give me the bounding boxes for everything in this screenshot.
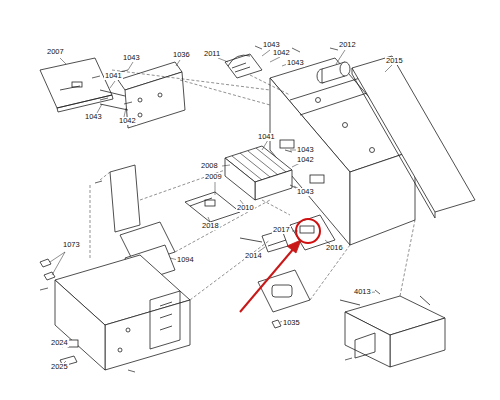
callout-number: 2010 (236, 204, 255, 212)
callout-number: 1073 (62, 241, 81, 249)
callout-number: 1041 (257, 133, 276, 141)
callout-number: 2014 (244, 252, 263, 260)
callout-number: 2024 (50, 339, 69, 347)
callout-number: 2018 (201, 222, 220, 230)
callout-number: 1042 (118, 117, 137, 125)
callout-number: 2025 (50, 363, 69, 371)
callout-number: 1043 (296, 146, 315, 154)
callout-number: 1041 (104, 72, 123, 80)
callout-number: 2012 (338, 41, 357, 49)
callout-number: 1036 (172, 51, 191, 59)
callout-number: 4013 (353, 288, 372, 296)
callout-number: 1043 (84, 113, 103, 121)
callout-number: 1042 (296, 156, 315, 164)
callout-number: 1094 (176, 256, 195, 264)
callout-number: 1042 (272, 49, 291, 57)
callout-number: 1043 (122, 54, 141, 62)
callout-number: 2015 (385, 57, 404, 65)
callout-number: 1043 (262, 41, 281, 49)
callout-number: 2007 (46, 48, 65, 56)
callout-number: 1035 (282, 319, 301, 327)
callout-number: 2016 (325, 244, 344, 252)
callout-number: 2011 (203, 50, 221, 58)
callout-number: 2008 (200, 162, 219, 170)
callout-number: 2017 (272, 226, 291, 234)
callout-number: 2009 (204, 173, 223, 181)
callout-number: 1043 (286, 59, 305, 67)
callout-number: 1043 (296, 188, 315, 196)
